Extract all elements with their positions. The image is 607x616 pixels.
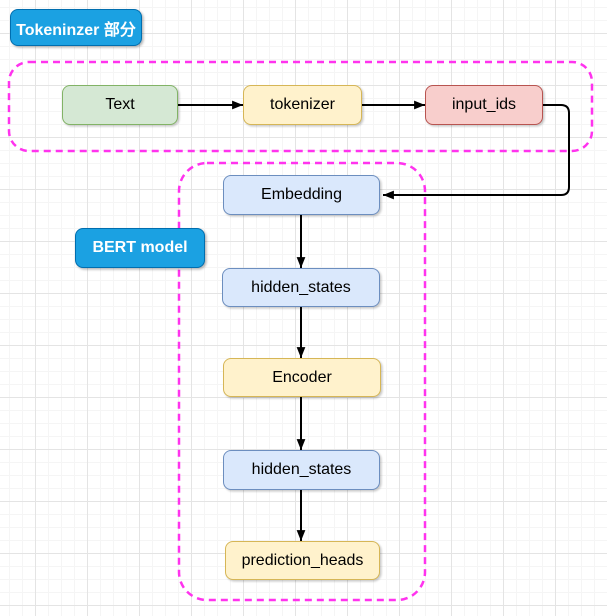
tokenizer-section-container[interactable] [7,60,594,153]
node-prediction-heads[interactable]: prediction_heads [225,541,380,580]
node-hidden-states-top[interactable]: hidden_states [222,268,380,307]
node-tokenizer[interactable]: tokenizer [243,85,362,125]
node-encoder[interactable]: Encoder [223,358,381,397]
edge-input-ids-to-embedding[interactable] [383,104,570,200]
node-text[interactable]: Text [62,85,178,125]
bert-model-badge[interactable]: BERT model [75,228,205,268]
node-hidden-states-bottom[interactable]: hidden_states [223,450,380,490]
tokenizer-section-badge[interactable]: Tokeninzer 部分 [10,9,142,46]
node-input-ids[interactable]: input_ids [425,85,543,125]
node-embedding[interactable]: Embedding [223,175,380,215]
bert-model-container[interactable] [177,161,427,602]
